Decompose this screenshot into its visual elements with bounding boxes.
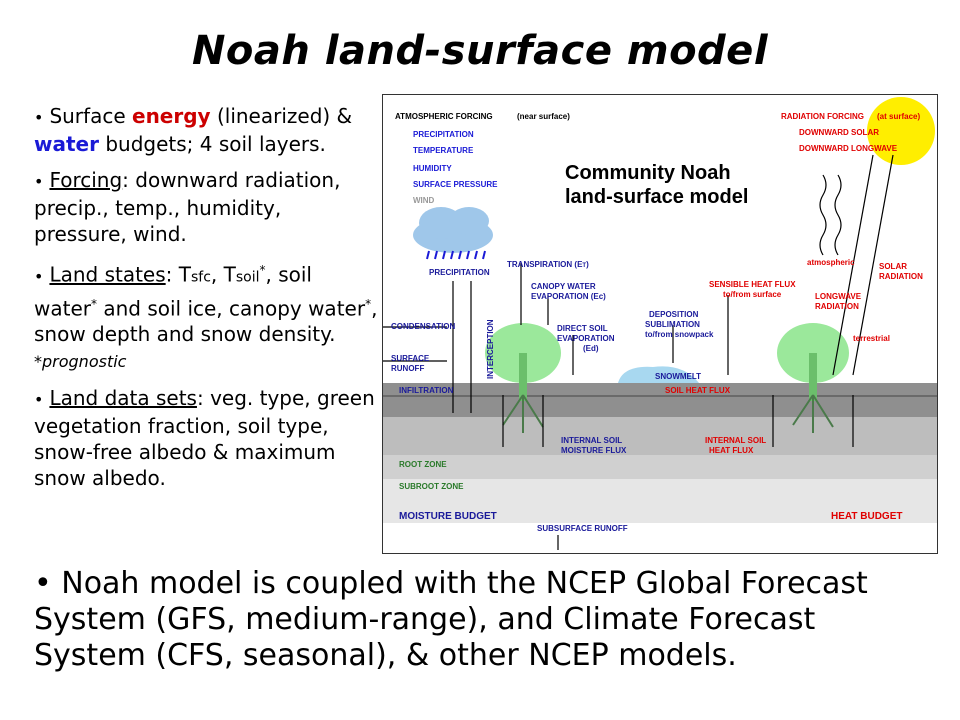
rain-drops-icon — [426, 250, 486, 260]
tree-icon-right — [777, 323, 849, 433]
bullet-land-states: •Land states: Tsfc, Tsoil*, soil water* … — [34, 257, 380, 375]
to-from-surface-label: to/from surface — [723, 290, 782, 299]
radiation-label: RADIATION — [815, 302, 859, 311]
b1-energy: energy — [132, 104, 211, 128]
precip-forcing-label: PRECIPITATION — [413, 130, 474, 139]
subsurface-runoff-label: SUBSURFACE RUNOFF — [537, 524, 628, 533]
downward-solar-label: DOWNWARD SOLAR — [799, 128, 879, 137]
soil-layer-top — [383, 383, 937, 417]
sensible-heat-label: SENSIBLE HEAT FLUX — [709, 280, 796, 289]
atm-near-label: (near surface) — [517, 112, 570, 121]
soil-heat-flux-label: SOIL HEAT FLUX — [665, 386, 731, 395]
slide-title: Noah land-surface model — [191, 28, 769, 74]
root-zone-label: ROOT ZONE — [399, 460, 447, 469]
bottom-text: Noah model is coupled with the NCEP Glob… — [34, 566, 868, 673]
b4-text: : veg. type, green vegetation fraction, … — [34, 386, 375, 491]
b4-key: Land data sets — [49, 386, 197, 411]
terrestrial-label: terrestrial — [853, 334, 890, 343]
b3-text1: , soil water — [34, 262, 312, 321]
bullet-forcing: • Forcing: downward radiation, precip., t… — [34, 167, 380, 247]
snowpack-label: to/from snowpack — [645, 330, 714, 339]
flux-arrows — [383, 154, 894, 550]
b3-text2: and soil ice, canopy water — [96, 296, 366, 321]
heat-budget-label: HEAT BUDGET — [831, 511, 902, 522]
longwave-label: LONGWAVE — [815, 292, 862, 301]
downward-longwave-label: DOWNWARD LONGWAVE — [799, 144, 898, 153]
b3-star1: * — [259, 263, 266, 277]
runoff-label: RUNOFF — [391, 364, 424, 373]
b1-post: budgets; 4 soil layers. — [105, 132, 326, 156]
bottom-bullet: • Noah model is coupled with the NCEP Gl… — [34, 566, 934, 674]
interception-label: INTERCEPTION — [486, 319, 495, 379]
wind-label: WIND — [413, 196, 435, 205]
b3-key: Land states — [49, 262, 166, 287]
bullet-list: • Surface energy (linearized) & water bud… — [34, 103, 380, 501]
b3-colon: : — [165, 262, 179, 287]
evaporation-label: EVAPORATION — [557, 334, 615, 343]
condensation-label: CONDENSATION — [391, 322, 456, 331]
sun-icon — [867, 97, 935, 165]
cloud-icon — [413, 207, 493, 253]
transpiration-label: TRANSPIRATION (ET) — [507, 260, 589, 269]
deposition-label: DEPOSITION — [649, 310, 699, 319]
diagram-title-1: Community Noah — [565, 162, 731, 184]
b3-star2: * — [90, 296, 97, 311]
noah-model-diagram: ATMOSPHERIC FORCING (near surface) PRECI… — [382, 94, 938, 554]
sublimation-label: SUBLIMATION — [645, 320, 700, 329]
b3-prognostic: *prognostic — [34, 352, 127, 372]
radiation-at-label: (at surface) — [877, 112, 920, 121]
soil-line — [383, 395, 937, 397]
soil-layer-2 — [383, 417, 937, 455]
subroot-zone-label: SUBROOT ZONE — [399, 482, 464, 491]
bullet-energy-water: • Surface energy (linearized) & water bud… — [34, 103, 380, 157]
bottom-marker: • — [34, 566, 52, 601]
b1-mid: (linearized) & — [216, 104, 353, 128]
snowpack-icon — [618, 366, 699, 383]
soil-layer-4 — [383, 479, 937, 523]
diagram-title-2: land-surface model — [565, 186, 748, 208]
b3-t1sub: sfc — [190, 269, 211, 286]
surface-label: SURFACE — [391, 354, 430, 363]
soil-flux-arrows — [502, 395, 854, 447]
diagram-svg: ATMOSPHERIC FORCING (near surface) PRECI… — [383, 97, 937, 550]
ed-label: (Ed) — [583, 344, 599, 353]
bullet-marker: • — [34, 390, 44, 410]
b3-star3: * — [365, 296, 372, 311]
canopy-water-label: CANOPY WATER — [531, 282, 596, 291]
bullet-marker: • — [34, 172, 44, 191]
moisture-flux-label: MOISTURE FLUX — [561, 446, 627, 455]
surface-pressure-label: SURFACE PRESSURE — [413, 180, 498, 189]
infiltration-label: INFILTRATION — [399, 386, 454, 395]
solar-label: SOLAR — [879, 262, 907, 271]
b3-sep: , T — [210, 262, 236, 287]
temperature-label: TEMPERATURE — [413, 146, 474, 155]
snowmelt-label: SNOWMELT — [655, 372, 701, 381]
radiation-forcing-label: RADIATION FORCING — [781, 112, 864, 121]
internal-soil-label: INTERNAL SOIL — [561, 436, 622, 445]
b2-key: Forcing — [49, 168, 123, 192]
solar-radiation-label: RADIATION — [879, 272, 923, 281]
humidity-label: HUMIDITY — [413, 164, 452, 173]
tree-icon-left — [485, 323, 561, 433]
b3-t1: T — [178, 262, 191, 287]
b1-pre: Surface — [49, 104, 126, 128]
moisture-budget-label: MOISTURE BUDGET — [399, 511, 497, 522]
direct-soil-label: DIRECT SOIL — [557, 324, 608, 333]
heat-flux-label: HEAT FLUX — [709, 446, 754, 455]
soil-layer-3 — [383, 455, 937, 479]
bullet-land-data: •Land data sets: veg. type, green vegeta… — [34, 385, 380, 491]
evaporation-ec-label: EVAPORATION (Ec) — [531, 292, 606, 301]
atm-forcing-label: ATMOSPHERIC FORCING — [395, 112, 493, 121]
b2-text: : downward radiation, precip., temp., hu… — [34, 168, 341, 246]
internal-soil-heat-label: INTERNAL SOIL — [705, 436, 766, 445]
b3-t2sub: soil — [235, 269, 260, 286]
bullet-marker: • — [34, 108, 44, 127]
b1-water: water — [34, 132, 99, 156]
atmospheric-label: atmospheric — [807, 258, 855, 267]
bullet-marker: • — [34, 266, 44, 286]
b3-text3: , snow depth and snow density. — [34, 296, 378, 347]
precip-cloud-label: PRECIPITATION — [429, 268, 490, 277]
